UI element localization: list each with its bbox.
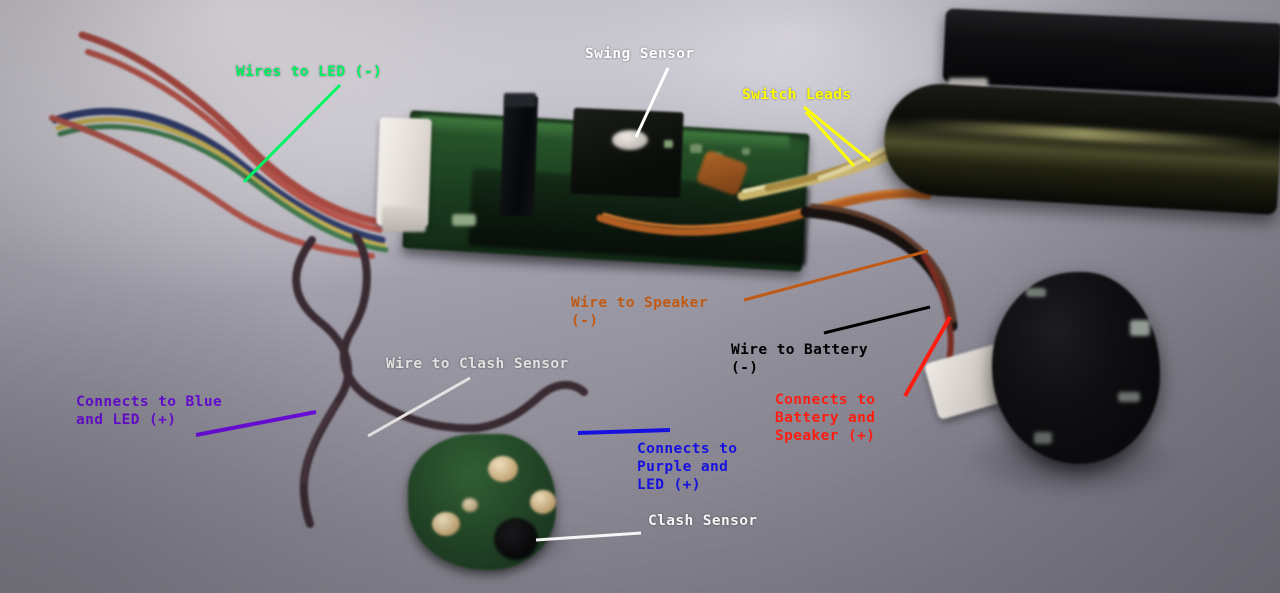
label-swing-sensor: Swing Sensor xyxy=(585,46,695,62)
leader-connects-blue xyxy=(195,410,317,437)
label-connects-to-blue-and-led-pos: Connects to Blue and LED (+) xyxy=(76,393,222,429)
leader-connects-battery xyxy=(903,316,952,397)
board-pin-header-top xyxy=(504,93,536,107)
label-connects-blue-line2: and LED (+) xyxy=(76,412,177,428)
label-connects-to-battery-and-speaker-pos: Connects to Battery and Speaker (+) xyxy=(775,391,875,445)
clash-pad-4 xyxy=(462,498,478,512)
board-smd-1 xyxy=(690,144,702,153)
white-connector-tab xyxy=(382,206,426,232)
label-wire-to-speaker-neg-line2: (-) xyxy=(571,313,599,329)
label-connects-battery-line2: Battery and xyxy=(775,410,876,426)
label-connects-purple-line1: Connects to xyxy=(637,441,738,457)
leader-wire-to-battery xyxy=(823,305,931,335)
leader-wire-to-speaker xyxy=(743,249,929,302)
clash-pad-2 xyxy=(530,490,556,514)
clash-piezo xyxy=(494,518,538,560)
speaker-terminal-4 xyxy=(1034,432,1052,444)
label-wire-to-clash-sensor: Wire to Clash Sensor xyxy=(386,356,569,372)
leader-clash-sensor xyxy=(535,531,642,542)
leader-connects-purple xyxy=(577,428,671,435)
speaker-terminal-3 xyxy=(1118,392,1140,402)
leader-wire-to-clash xyxy=(367,376,471,438)
label-connects-purple-line2: Purple and xyxy=(637,459,729,475)
label-wire-to-speaker-neg-line1: Wire to Speaker xyxy=(571,295,708,311)
leader-swing-sensor xyxy=(634,67,670,138)
leader-switch-leads-a xyxy=(803,105,871,163)
speaker xyxy=(992,272,1160,464)
leader-switch-leads-b xyxy=(804,111,856,167)
board-smd-4 xyxy=(742,148,750,155)
label-clash-sensor: Clash Sensor xyxy=(648,513,758,529)
label-connects-battery-line3: Speaker (+) xyxy=(775,428,876,444)
label-connects-to-purple-and-led-pos: Connects to Purple and LED (+) xyxy=(637,440,737,494)
label-connects-blue-line1: Connects to Blue xyxy=(76,394,223,410)
label-wires-to-led-neg: Wires to LED (-) xyxy=(236,64,383,80)
label-wire-to-battery-neg-line1: Wire to Battery xyxy=(731,342,868,358)
label-switch-leads: Switch Leads xyxy=(742,87,852,103)
speaker-terminal-1 xyxy=(1026,288,1046,297)
leader-wires-to-led xyxy=(242,83,342,184)
board-smd-3 xyxy=(664,140,673,148)
label-wire-to-battery-neg: Wire to Battery (-) xyxy=(731,341,868,377)
clash-pad-3 xyxy=(432,512,460,536)
label-wire-to-battery-neg-line2: (-) xyxy=(731,360,759,376)
swing-sensor-highlight xyxy=(612,130,648,150)
label-connects-battery-line1: Connects to xyxy=(775,392,876,408)
board-solder-pads xyxy=(452,214,476,226)
clash-pad-1 xyxy=(488,456,518,482)
label-connects-purple-line3: LED (+) xyxy=(637,477,701,493)
label-wire-to-speaker-neg: Wire to Speaker (-) xyxy=(571,294,708,330)
speaker-terminal-2 xyxy=(1130,320,1150,336)
